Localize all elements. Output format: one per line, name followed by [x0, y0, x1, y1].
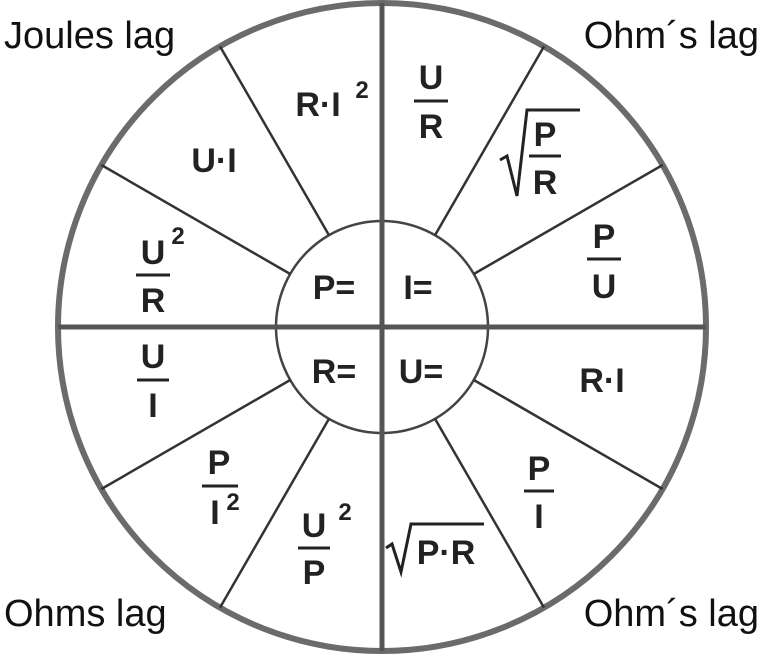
formula-r-times-i: R·I — [579, 362, 624, 400]
center-label-voltage: U= — [399, 353, 443, 391]
formula-u-over-r-numerator: U — [419, 59, 444, 97]
formula-u-squared-over-r-denominator: R — [141, 282, 166, 320]
corner-label-bottom-left: Ohms lag — [4, 593, 167, 635]
corner-label-top-left: Joules lag — [4, 15, 175, 57]
divider-line — [218, 418, 331, 609]
formula-u-squared-over-p-exponent: 2 — [338, 499, 351, 526]
formula-p-over-i-numerator: P — [528, 450, 551, 488]
divider-line — [433, 418, 546, 609]
formula-u-times-i: U·I — [191, 142, 236, 180]
center-label-resistance: R= — [312, 353, 356, 391]
divider-line — [473, 163, 664, 276]
formula-sqrt-p-over-r-denominator: R — [533, 164, 558, 202]
formula-p-over-i-squared-numerator: P — [208, 444, 231, 482]
formula-p-over-i-squared-denominator: I — [210, 494, 219, 532]
formula-u-squared-over-p-denominator: P — [303, 554, 326, 592]
formula-u-squared-over-r-exponent: 2 — [171, 223, 184, 250]
divider-line — [433, 45, 546, 236]
formula-p-over-u-denominator: U — [592, 268, 617, 306]
formula-p-over-u-numerator: P — [593, 218, 616, 256]
square-root-icon — [499, 108, 580, 197]
formula-p-over-i-squared-exponent: 2 — [226, 489, 239, 516]
center-label-current: I= — [403, 269, 432, 307]
formula-sqrt-p-times-r: P·R — [417, 534, 476, 572]
formula-u-over-r-denominator: R — [419, 108, 444, 146]
divider-line — [100, 378, 291, 491]
divider-line — [100, 163, 291, 276]
formula-u-squared-over-r-numerator: U — [141, 234, 166, 272]
formula-u-squared-over-p-numerator: U — [302, 507, 327, 545]
square-root-icon — [385, 522, 484, 578]
formula-r-i-squared: R·I — [295, 86, 340, 124]
corner-label-bottom-right: Ohm´s lag — [584, 593, 759, 635]
corner-label-top-right: Ohm´s lag — [584, 15, 759, 57]
formula-u-over-i-numerator: U — [141, 338, 166, 376]
divider-line — [473, 378, 664, 491]
center-label-power: P= — [313, 269, 356, 307]
segment-dividers — [100, 45, 664, 609]
formula-sqrt-p-over-r-numerator: P — [534, 116, 557, 154]
formula-u-over-i-denominator: I — [148, 387, 157, 425]
divider-line — [218, 45, 331, 236]
formula-p-over-i-denominator: I — [534, 498, 543, 536]
formula-r-i-squared-exponent: 2 — [355, 77, 368, 104]
